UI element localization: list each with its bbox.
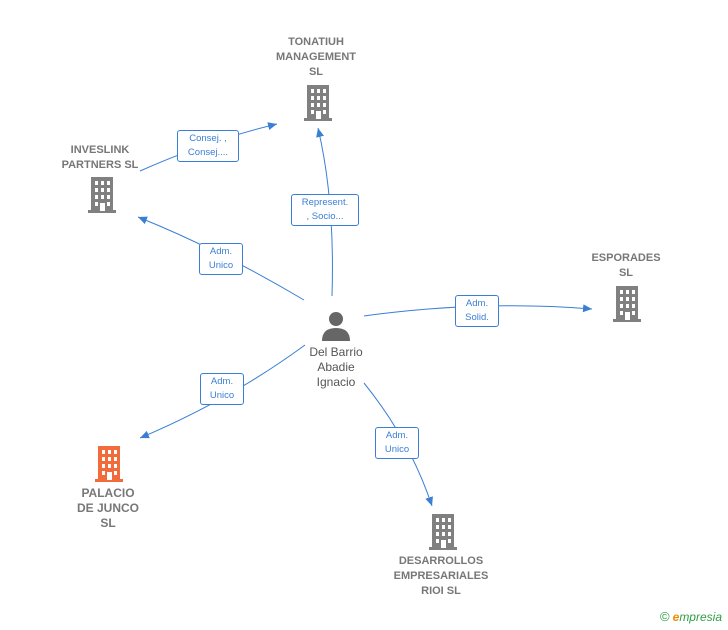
company-label-tonatiuh[interactable]: TONATIUH MANAGEMENT SL	[275, 36, 357, 78]
building-icon[interactable]	[87, 177, 117, 213]
edge-label-adm-unico-palacio[interactable]: Adm. Unico	[200, 373, 244, 405]
company-label-inveslink[interactable]: INVESLINK PARTNERS SL	[61, 144, 139, 171]
edge-label-adm-solid[interactable]: Adm. Solid.	[455, 295, 499, 327]
building-icon[interactable]	[612, 286, 642, 322]
edge-label-consej[interactable]: Consej. , Consej....	[177, 130, 239, 162]
building-icon[interactable]	[428, 514, 458, 550]
company-label-palacio[interactable]: PALACIO DE JUNCO SL	[76, 486, 139, 530]
building-icon[interactable]	[303, 85, 333, 121]
building-icon-highlighted[interactable]	[94, 446, 124, 482]
brand-mark: e	[672, 610, 680, 624]
person-label[interactable]: Del Barrio Abadie Ignacio	[309, 345, 363, 389]
company-label-esporades[interactable]: ESPORADES SL	[591, 252, 661, 279]
edge-label-represent[interactable]: Represent. , Socio...	[291, 194, 359, 226]
edge-label-adm-unico-desarrollos[interactable]: Adm. Unico	[375, 427, 419, 459]
company-label-desarrollos[interactable]: DESARROLLOS EMPRESARIALES RIOI SL	[393, 555, 489, 597]
copyright-icon: ©	[660, 609, 670, 624]
person-icon[interactable]	[320, 309, 352, 341]
brand-name: mpresia	[679, 610, 722, 624]
edge-label-adm-unico-inveslink[interactable]: Adm. Unico	[199, 243, 243, 275]
brand-footer: ©empresia	[660, 609, 722, 624]
